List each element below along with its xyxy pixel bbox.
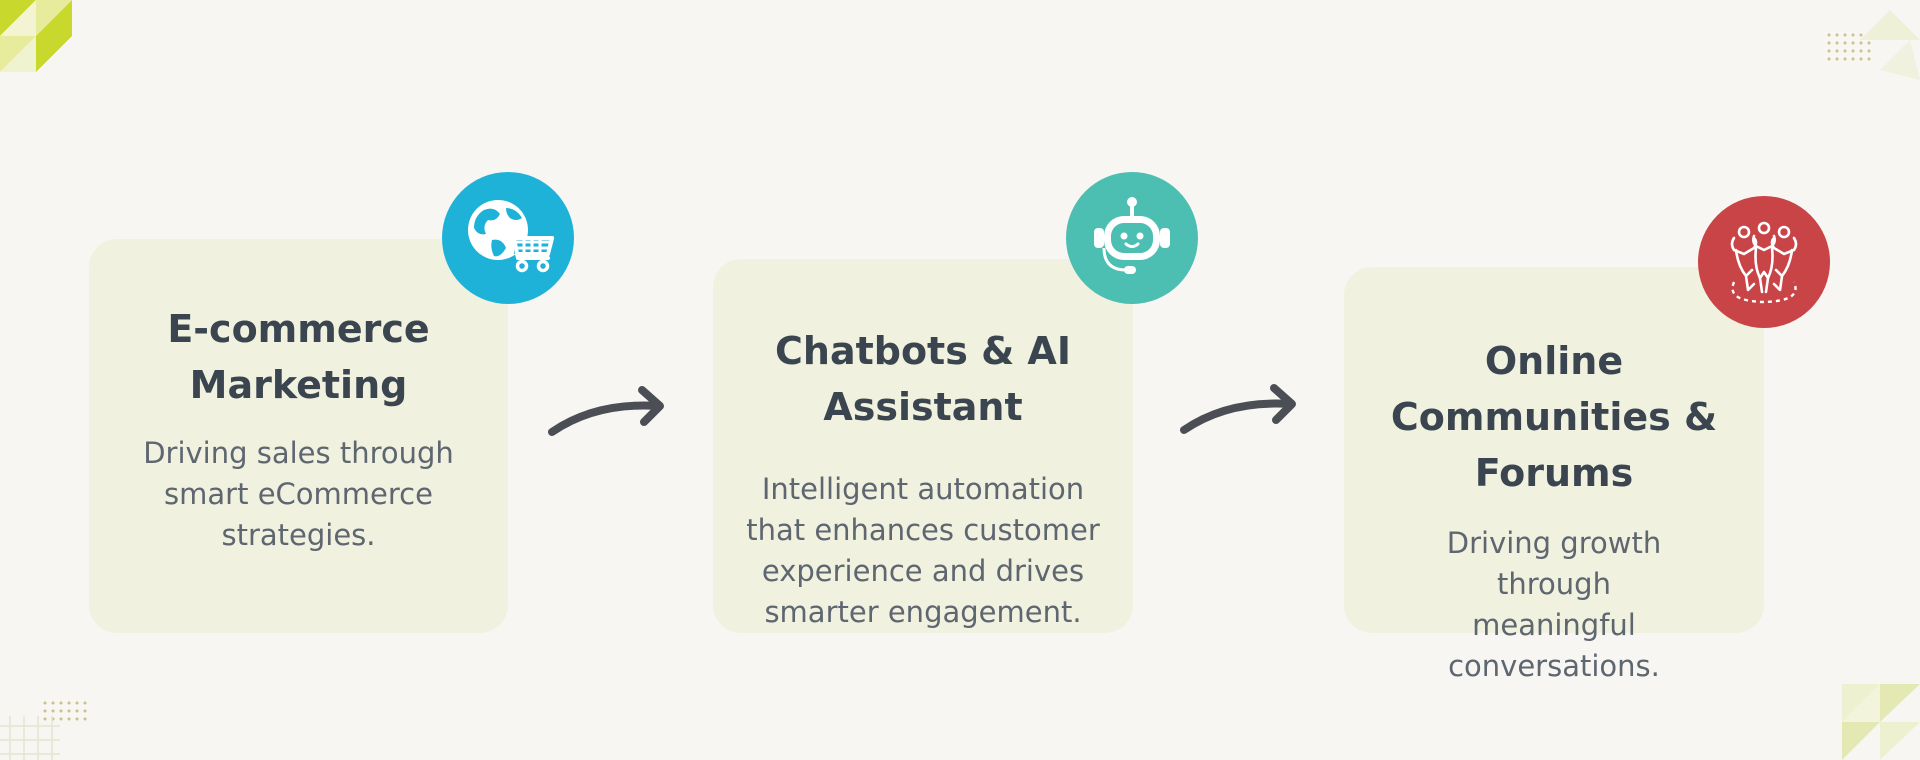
arrow-right-icon <box>1180 384 1296 434</box>
robot-icon-graphic <box>1094 197 1170 274</box>
step-description: Driving sales through smart eCommerce st… <box>89 433 508 556</box>
step-title: Chatbots & AI Assistant <box>713 323 1133 435</box>
step-description-line: Driving sales through <box>143 436 454 470</box>
step-title: E-commerce Marketing <box>89 301 508 413</box>
robot-icon <box>1066 172 1198 304</box>
step-description-line: experience and drives <box>761 554 1085 588</box>
step-title-line: E-commerce <box>167 307 430 351</box>
step-description-line: conversations. <box>1448 649 1660 683</box>
step-description-line: Intelligent automation <box>761 472 1085 506</box>
step-title-line: Assistant <box>823 385 1023 429</box>
step-title-line: Forums <box>1474 451 1634 495</box>
corner-triangles-decoration <box>0 0 72 72</box>
step-title: Online Communities & Forums <box>1344 333 1764 501</box>
grid-lines-decoration <box>0 716 60 760</box>
step-card-chatbots-ai-assistant: Chatbots & AI Assistant Intelligent auto… <box>713 259 1133 633</box>
step-card-ecommerce-marketing: E-commerce Marketing Driving sales throu… <box>89 239 508 633</box>
corner-triangles-decoration <box>1842 684 1920 760</box>
dot-grid-decoration <box>1827 33 1871 61</box>
globe-cart-icon-graphic <box>468 200 554 273</box>
step-title-line: Communities & <box>1390 395 1718 439</box>
step-description: Driving growth through meaningful conver… <box>1344 523 1764 687</box>
faint-triangles-decoration <box>1860 10 1920 80</box>
arrow-right-icon <box>548 386 664 436</box>
step-title-line: Marketing <box>189 363 408 407</box>
step-description-line: that enhances customer <box>746 513 1100 547</box>
step-description-line: Driving growth through <box>1446 526 1662 601</box>
step-title-line: Chatbots & AI <box>775 329 1071 373</box>
step-description-line: smart eCommerce <box>164 477 433 511</box>
step-description-line: smarter engagement. <box>764 595 1082 629</box>
step-description-line: strategies. <box>221 518 376 552</box>
community-people-icon-graphic <box>1730 221 1798 304</box>
step-title-line: Online <box>1484 339 1624 383</box>
globe-cart-icon <box>442 172 574 304</box>
step-description: Intelligent automation that enhances cus… <box>713 469 1133 633</box>
community-people-icon <box>1698 196 1830 328</box>
step-description-line: meaningful <box>1472 608 1636 642</box>
step-card-online-communities-forums: Online Communities & Forums Driving grow… <box>1344 267 1764 683</box>
